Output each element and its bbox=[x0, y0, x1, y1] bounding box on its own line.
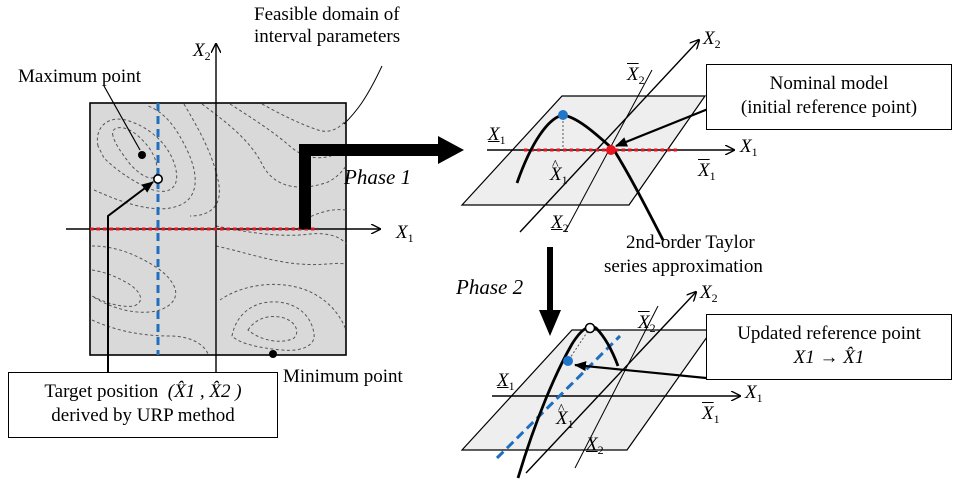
phase2-arrow-head bbox=[539, 310, 561, 336]
left-x2-axis-label: X2 bbox=[193, 40, 211, 63]
nominal-model-arrow bbox=[615, 107, 709, 148]
phase2-x1-upper-label: X1 bbox=[702, 403, 720, 426]
maximum-point-label: Maximum point bbox=[18, 66, 141, 87]
feasible-domain-panel bbox=[66, 44, 383, 372]
phase2-updated-point bbox=[563, 356, 573, 366]
phase1-x2-lower-label: X2 bbox=[551, 212, 569, 235]
feasible-domain-leader bbox=[343, 65, 383, 125]
taylor-label-line1: 2nd-order Taylor bbox=[626, 232, 755, 253]
maximum-point-dot bbox=[138, 151, 146, 159]
feasible-domain-label-line1: Feasible domain of bbox=[254, 4, 400, 25]
maximum-point-leader bbox=[103, 85, 141, 151]
phase2-x2-lower-label: X2 bbox=[586, 434, 604, 457]
phase1-max-point bbox=[558, 110, 568, 120]
phase1-x1-upper-label: X1 bbox=[698, 160, 716, 183]
phase1-taylor-curve bbox=[515, 113, 665, 241]
phase2-label: Phase 2 bbox=[456, 275, 524, 299]
taylor-label-line2: series approximation bbox=[604, 256, 763, 277]
nominal-model-box: Nominal model (initial reference point) bbox=[706, 64, 952, 130]
phase2-x2-upper-line bbox=[574, 305, 659, 469]
minimum-point-dot bbox=[269, 350, 277, 358]
target-position-line2: derived by URP method bbox=[51, 405, 235, 426]
phase2-plane bbox=[460, 329, 714, 451]
phase2-taylor-curve bbox=[516, 325, 620, 479]
phase1-plane-panel bbox=[460, 40, 734, 241]
nominal-model-line1: Nominal model bbox=[769, 73, 889, 94]
phase1-x1-axis-label: X1 bbox=[740, 136, 758, 159]
left-x1-axis-label: X1 bbox=[396, 222, 414, 245]
target-position-line1: Target position (X̂1 , X̂2 ) bbox=[44, 381, 242, 402]
target-position-arrow bbox=[107, 181, 154, 372]
target-position-dot bbox=[153, 174, 164, 185]
phase1-x2-axis bbox=[519, 40, 699, 233]
phase1-x2-upper-label: X2 bbox=[627, 64, 645, 87]
phase2-x1-lower-label: X1 bbox=[497, 370, 515, 393]
phase2-x1-hat-label: X1 bbox=[556, 399, 574, 435]
phase1-nominal-point bbox=[606, 145, 616, 155]
phase1-x2-axis-label: X2 bbox=[703, 28, 721, 51]
feasible-domain-label-line2: interval parameters bbox=[254, 26, 401, 47]
phase1-arrow-shaft bbox=[299, 144, 440, 229]
phase2-max-point bbox=[584, 322, 596, 334]
phase2-blue-dash-line bbox=[495, 334, 622, 460]
updated-reference-box: Updated reference point X1 → X̂1 bbox=[706, 314, 952, 380]
nominal-model-line2: (initial reference point) bbox=[740, 97, 918, 118]
phase2-x2-upper-label: X2 bbox=[638, 312, 656, 335]
phase1-arrow-head bbox=[438, 136, 464, 164]
phase2-drop-line bbox=[567, 327, 591, 362]
updated-reference-arrow bbox=[574, 361, 707, 380]
minimum-point-label: Minimum point bbox=[283, 366, 403, 387]
phase2-x2-axis bbox=[525, 292, 696, 474]
phase1-label: Phase 1 bbox=[344, 165, 412, 189]
updated-reference-line1: Updated reference point bbox=[737, 323, 921, 344]
phase2-x2-axis-label: X2 bbox=[700, 282, 718, 305]
phase1-x1-hat-label: X1 bbox=[550, 155, 568, 191]
phase2-x1-axis-label: X1 bbox=[745, 382, 763, 405]
phase1-x1-lower-label: X1 bbox=[488, 124, 506, 147]
target-position-box: Target position (X̂1 , X̂2 ) derived by … bbox=[8, 372, 278, 438]
updated-reference-line2: X1 → X̂1 bbox=[793, 347, 865, 368]
phase2-plane-panel bbox=[460, 292, 740, 479]
